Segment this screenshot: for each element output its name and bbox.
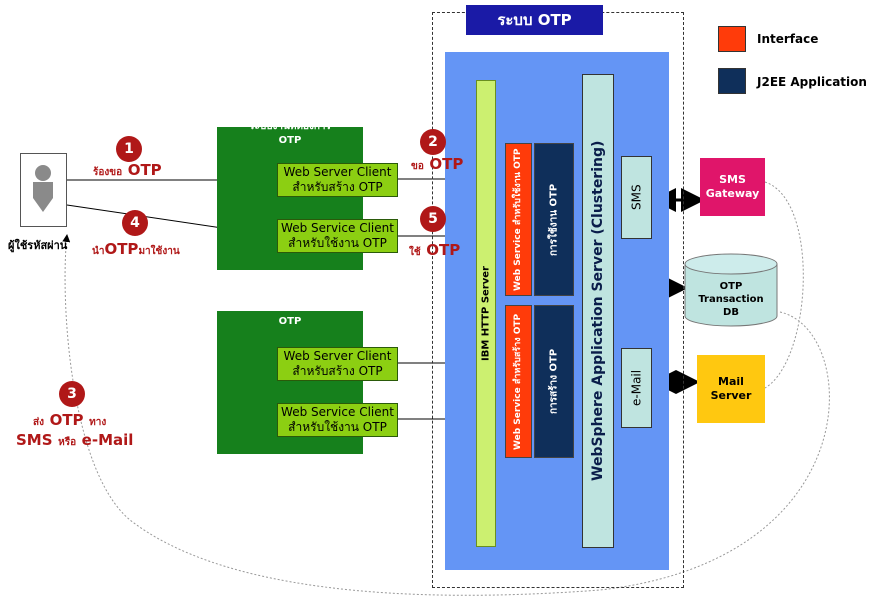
- app-system-1-title-line2: OTP: [278, 135, 302, 146]
- j2ee-app-use-label: การใช้งาน OTP: [548, 183, 560, 256]
- sms-gateway: SMS Gateway: [700, 158, 765, 216]
- web-server-client-create-1: Web Server Client สำหรับสร้าง OTP: [277, 163, 398, 197]
- legend-j2ee-swatch: [718, 68, 746, 94]
- user-label: ผู้ใช้รหัสผ่าน: [8, 239, 68, 252]
- client-line1: Web Service Client: [281, 405, 394, 419]
- step-3-label-line2: SMS หรือ e-Mail: [16, 430, 133, 450]
- user-box: [20, 153, 67, 227]
- step-5-badge: 5: [420, 206, 446, 232]
- app-system-1-title-line1: ระบบงานที่ต้องการ: [249, 121, 331, 132]
- websphere-app-server: WebSphere Application Server (Clustering…: [582, 74, 614, 548]
- client-line2: สำหรับสร้าง OTP: [292, 364, 383, 378]
- step-4-pre: นำ: [92, 246, 105, 257]
- step-3-badge: 3: [59, 381, 85, 407]
- step-4-post: มาใช้งาน: [138, 246, 180, 257]
- step-4-label: นำOTPมาใช้งาน: [92, 239, 180, 259]
- step-5-label: ใช้ OTP: [409, 240, 460, 260]
- step-2-pre: ขอ: [411, 161, 424, 172]
- j2ee-app-create-label: การสร้าง OTP: [548, 348, 560, 415]
- ibm-http-server: IBM HTTP Server: [476, 80, 496, 547]
- client-line2: สำหรับใช้งาน OTP: [288, 236, 387, 250]
- app-system-2-title: ระบบงานที่ต้องการ OTP: [217, 301, 363, 329]
- web-service-client-use-1: Web Service Client สำหรับใช้งาน OTP: [277, 219, 398, 253]
- mail-server-line1: Mail: [718, 375, 744, 388]
- db-line1: OTP: [719, 281, 743, 292]
- legend-interface-swatch: [718, 26, 746, 52]
- db-line3: DB: [723, 307, 739, 318]
- client-line2: สำหรับใช้งาน OTP: [288, 420, 387, 434]
- web-service-interface-use: Web Service สำหรับใช้งาน OTP: [505, 143, 532, 296]
- web-service-interface-use-label: Web Service สำหรับใช้งาน OTP: [513, 148, 523, 291]
- sms-module: SMS: [621, 156, 652, 239]
- j2ee-app-create: การสร้าง OTP: [534, 305, 574, 458]
- step-3-or: หรือ: [58, 437, 77, 448]
- step-1-main: OTP: [127, 161, 162, 179]
- email-module: e-Mail: [621, 348, 652, 428]
- mail-server: Mail Server: [697, 355, 765, 423]
- web-server-client-create-2: Web Server Client สำหรับสร้าง OTP: [277, 347, 398, 381]
- client-line1: Web Server Client: [283, 165, 392, 179]
- step-2-badge: 2: [420, 129, 446, 155]
- step-3-sms: SMS: [16, 431, 53, 449]
- ibm-http-server-label: IBM HTTP Server: [480, 266, 492, 361]
- step-2-label: ขอ OTP: [411, 154, 463, 174]
- sms-gateway-line1: SMS: [719, 173, 746, 186]
- step-1-label: ร้องขอ OTP: [93, 160, 162, 180]
- client-line2: สำหรับสร้าง OTP: [292, 180, 383, 194]
- client-line1: Web Service Client: [281, 221, 394, 235]
- step-2-main: OTP: [429, 155, 464, 173]
- web-service-client-use-2: Web Service Client สำหรับใช้งาน OTP: [277, 403, 398, 437]
- app-system-2-title-line1: ระบบงานที่ต้องการ: [249, 302, 331, 313]
- client-line1: Web Server Client: [283, 349, 392, 363]
- legend-interface-label: Interface: [757, 32, 819, 46]
- sms-module-label: SMS: [629, 184, 644, 211]
- step-4-main: OTP: [104, 240, 139, 258]
- j2ee-app-use: การใช้งาน OTP: [534, 143, 574, 296]
- db-line2: Transaction: [698, 294, 764, 305]
- web-service-interface-create-label: Web Service สำหรับสร้าง OTP: [513, 313, 523, 450]
- email-module-label: e-Mail: [629, 369, 644, 407]
- step-4-badge: 4: [122, 210, 148, 236]
- otp-transaction-db-label: OTP Transaction DB: [683, 280, 779, 319]
- step-3-pre: ส่ง: [33, 417, 44, 428]
- legend-j2ee-label: J2EE Application: [757, 75, 867, 89]
- step-5-pre: ใช้: [409, 247, 421, 258]
- step-3-main: OTP: [49, 411, 84, 429]
- mail-server-line2: Server: [710, 389, 752, 402]
- person-icon: [33, 165, 53, 212]
- step-5-main: OTP: [426, 241, 461, 259]
- web-service-interface-create: Web Service สำหรับสร้าง OTP: [505, 305, 532, 458]
- sms-gateway-line2: Gateway: [705, 187, 760, 200]
- app-system-1-title: ระบบงานที่ต้องการ OTP: [217, 120, 363, 148]
- step-1-badge: 1: [116, 136, 142, 162]
- step-1-pre: ร้องขอ: [93, 167, 123, 178]
- step-3-email: e-Mail: [81, 431, 134, 449]
- step-3-label-line1: ส่ง OTP ทาง: [33, 410, 106, 430]
- step-3-post: ทาง: [89, 417, 107, 428]
- websphere-app-server-label: WebSphere Application Server (Clustering…: [590, 140, 606, 482]
- app-system-2-title-line2: OTP: [278, 316, 302, 327]
- otp-system-title: ระบบ OTP: [466, 5, 603, 35]
- otp-transaction-db-icon: [684, 253, 778, 327]
